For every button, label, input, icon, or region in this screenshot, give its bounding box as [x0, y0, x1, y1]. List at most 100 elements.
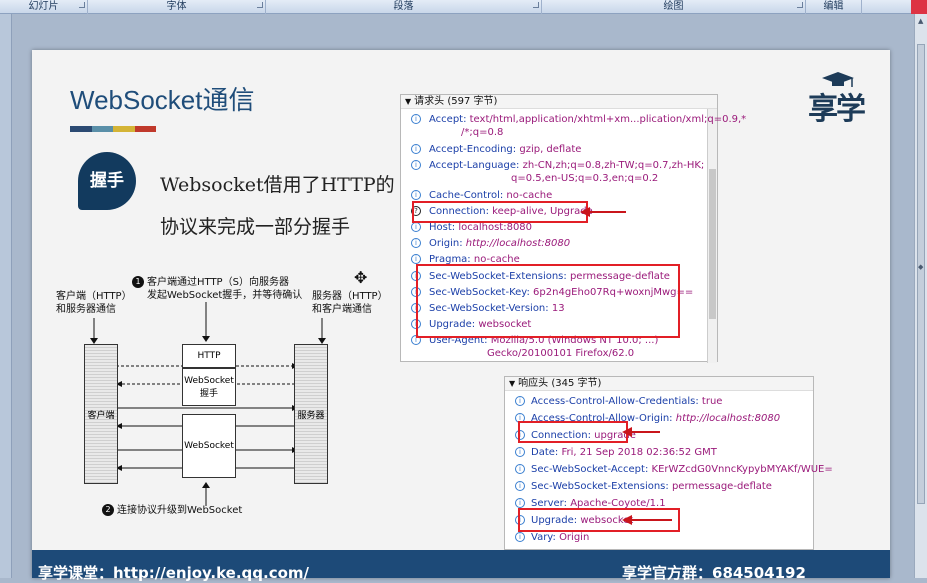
response-headers-title[interactable]: ▼响应头 (345 字节) — [505, 377, 813, 391]
red-arrow-icon — [622, 515, 672, 525]
info-icon[interactable]: i — [411, 254, 421, 264]
request-panel-scroll-thumb[interactable] — [709, 169, 716, 319]
header-value: http://localhost:8080 — [675, 413, 781, 424]
move-cursor-icon: ✥ — [354, 268, 368, 287]
ribbon-group-paragraph[interactable]: 段落 — [266, 0, 542, 14]
highlight-response-connection-box — [518, 421, 628, 443]
http-box[interactable]: HTTP — [182, 344, 236, 368]
header-value: text/html,application/xhtml+xm...plicati… — [469, 114, 747, 125]
request-row-connection: ?Connection: keep-alive, Upgrade — [401, 205, 593, 218]
help-icon[interactable]: ? — [411, 206, 421, 216]
slide-title[interactable]: WebSocket通信 — [70, 85, 255, 115]
desc-line-2[interactable]: 协议来完成一部分握手 — [160, 216, 351, 238]
scroll-marker-icon[interactable]: ◆ — [918, 263, 924, 271]
response-row-acac: i Access-Control-Allow-Credentials: true — [505, 395, 722, 408]
ws-handshake-line1: WebSocket — [184, 375, 234, 386]
header-key: Access-Control-Allow-Credentials: — [531, 396, 699, 407]
header-value: true — [701, 396, 723, 407]
right-label-line2: 和客户端通信 — [312, 304, 372, 315]
header-value: permessage-deflate — [671, 481, 772, 492]
info-icon[interactable]: i — [515, 396, 525, 406]
info-icon[interactable]: i — [515, 498, 525, 508]
info-icon[interactable]: i — [411, 238, 421, 248]
ribbon-group-labels: 幻灯片 字体 段落 绘图 编辑 — [0, 0, 927, 14]
scroll-up-icon[interactable]: ▲ — [918, 17, 924, 25]
request-row-accept-language-cont: q=0.5,en-US;q=0.3,en;q=0.2 — [511, 172, 658, 185]
info-icon[interactable]: i — [411, 160, 421, 170]
info-icon[interactable]: i — [411, 190, 421, 200]
info-icon[interactable]: i — [411, 114, 421, 124]
desc-line-1[interactable]: Websocket借用了HTTP的 — [160, 174, 395, 196]
ws-handshake-box[interactable]: WebSocket 握手 — [182, 368, 236, 406]
right-label[interactable]: 服务器（HTTP） 和客户端通信 — [312, 290, 388, 316]
slide-canvas[interactable]: WebSocket通信 享学 握手 Websocket借用了HTTP的 协议来完… — [32, 50, 890, 582]
highlight-response-upgrade-box — [518, 508, 680, 532]
color-bar-segment — [113, 126, 135, 132]
dialog-launcher-icon[interactable] — [79, 2, 85, 8]
header-key: Date: — [531, 447, 559, 458]
slide-thumbnail-pane-edge[interactable] — [0, 14, 12, 578]
left-label[interactable]: 客户端（HTTP） 和服务器通信 — [56, 290, 132, 316]
ribbon-edge-button[interactable] — [911, 0, 927, 14]
dialog-launcher-icon[interactable] — [797, 2, 803, 8]
dialog-launcher-icon[interactable] — [257, 2, 263, 8]
footer-left-text[interactable]: 享学课堂：http://enjoy.ke.qq.com/ — [38, 564, 310, 582]
dialog-launcher-icon[interactable] — [533, 2, 539, 8]
highlight-connection-box — [412, 201, 588, 223]
client-box[interactable]: 客户端 — [84, 344, 118, 484]
header-value: zh-CN,zh;q=0.8,zh-TW;q=0.7,zh-HK; — [522, 160, 705, 171]
header-value: no-cache — [473, 254, 520, 265]
server-box[interactable]: 服务器 — [294, 344, 328, 484]
ribbon-group-slides[interactable]: 幻灯片 — [0, 0, 88, 14]
header-value: no-cache — [506, 190, 553, 201]
handshake-bubble[interactable]: 握手 — [78, 152, 136, 210]
ribbon-group-font[interactable]: 字体 — [88, 0, 266, 14]
header-value: websocket — [580, 515, 634, 526]
info-icon[interactable]: i — [411, 222, 421, 232]
request-headers-panel[interactable]: ▼请求头 (597 字节) i Accept: text/html,applica… — [400, 94, 746, 363]
ws-handshake-line2: 握手 — [199, 388, 218, 399]
request-row-accept: i Accept: text/html,application/xhtml+xm.… — [401, 113, 746, 126]
left-label-line2: 和服务器通信 — [56, 304, 116, 315]
ribbon-group-editing[interactable]: 编辑 — [806, 0, 862, 14]
websocket-box[interactable]: WebSocket — [182, 414, 236, 478]
info-icon[interactable]: i — [515, 464, 525, 474]
header-key: Connection: — [429, 206, 489, 217]
request-panel-scrollbar[interactable] — [707, 109, 717, 363]
response-headers-panel[interactable]: ▼响应头 (345 字节) i Access-Control-Allow-Cred… — [504, 376, 833, 550]
header-value: 13 — [551, 303, 565, 314]
footer-right-text[interactable]: 享学官方群：684504192 — [622, 564, 806, 582]
highlight-sec-websocket-box — [416, 264, 680, 338]
red-arrow-icon — [622, 427, 660, 437]
ribbon-group-label: 编辑 — [823, 1, 844, 12]
scrollbar-thumb[interactable] — [917, 44, 925, 504]
header-key: Cache-Control: — [429, 190, 504, 201]
collapse-triangle-icon[interactable]: ▼ — [405, 97, 412, 106]
request-headers-title[interactable]: ▼请求头 (597 字节) — [401, 95, 717, 109]
header-key: Sec-WebSocket-Accept: — [531, 464, 649, 475]
header-key: User-Agent: — [429, 335, 488, 346]
step1-number: 1 — [132, 276, 144, 288]
info-icon[interactable]: i — [515, 481, 525, 491]
info-icon[interactable]: i — [515, 532, 525, 542]
header-value: upgrade — [594, 430, 636, 441]
ribbon-group-drawing[interactable]: 绘图 — [542, 0, 806, 14]
response-header-label: 响应头 (345 字节) — [518, 378, 602, 389]
header-value: gzip, deflate — [519, 144, 582, 155]
vertical-scrollbar[interactable]: ▲ ◆ — [914, 14, 927, 578]
collapse-triangle-icon[interactable]: ▼ — [509, 379, 516, 388]
header-key: Accept: — [429, 114, 467, 125]
info-icon[interactable]: i — [411, 144, 421, 154]
info-icon[interactable]: i — [515, 447, 525, 457]
step1-line2: 发起WebSocket握手，并等待确认 — [147, 290, 303, 301]
header-value: websocket — [478, 319, 532, 330]
header-key: Host: — [429, 222, 456, 233]
header-value: 6p2n4gEho07Rq+woxnjMwg== — [533, 287, 694, 298]
